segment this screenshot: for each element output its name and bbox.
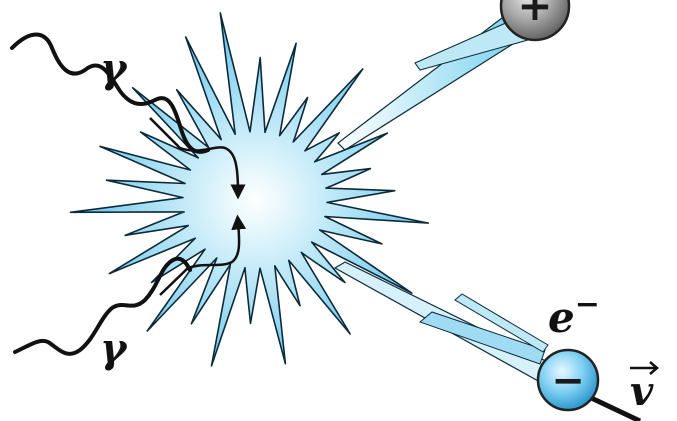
velocity-label: v xyxy=(630,362,657,415)
electron-sign: − xyxy=(551,358,585,404)
photon-label-top: γ xyxy=(100,45,128,92)
electron-charge: − xyxy=(575,287,600,322)
electron-symbol: e xyxy=(548,293,575,342)
positron-sign: + xyxy=(517,0,552,30)
electron-particle: − xyxy=(538,350,598,410)
photon-label-bottom: γ xyxy=(100,325,128,372)
electron-label: e− xyxy=(548,287,600,342)
positron-trail xyxy=(338,8,535,150)
electron-trail xyxy=(335,262,548,382)
velocity-symbol: v xyxy=(630,368,654,415)
